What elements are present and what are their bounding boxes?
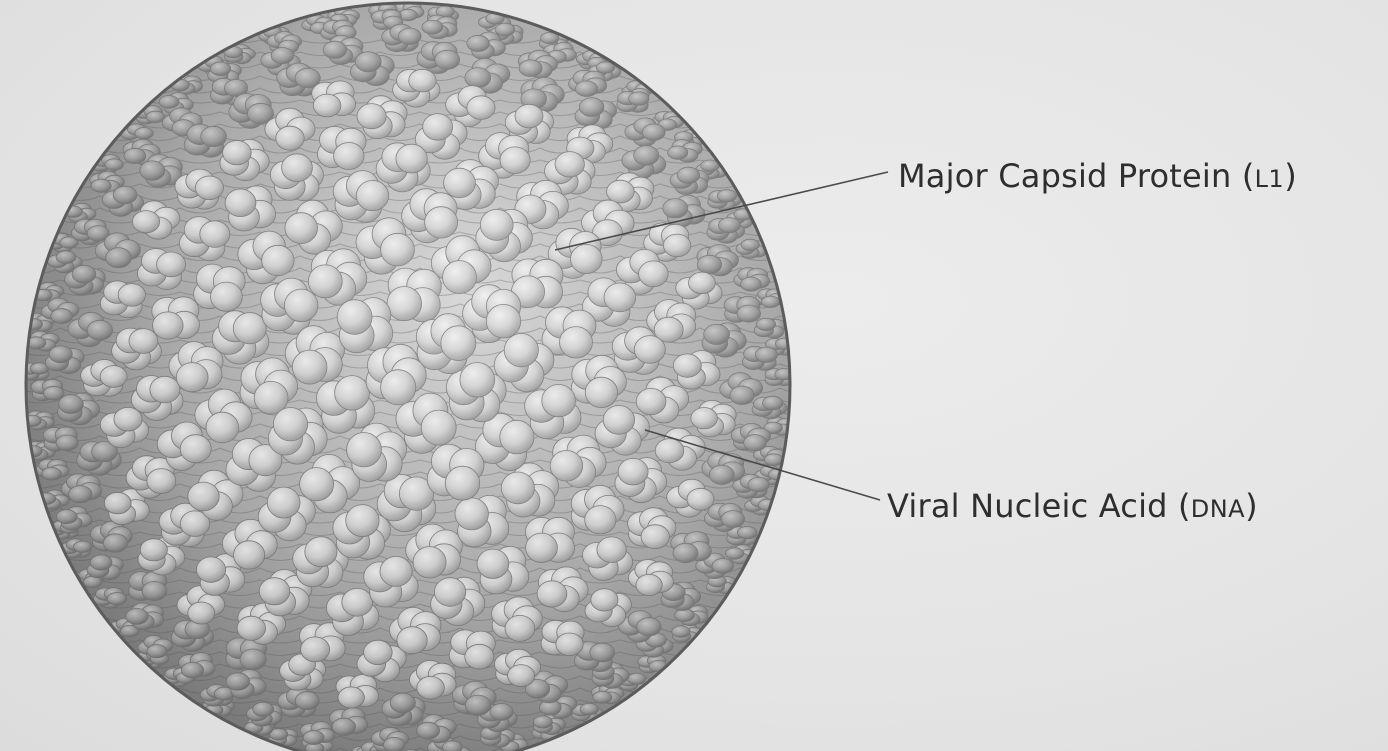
- capsid-protein-label: Major Capsid Protein (L1): [898, 157, 1297, 195]
- dna-label-close: ): [1245, 487, 1258, 525]
- capsid-label-close: ): [1284, 157, 1297, 195]
- dna-label-open: (: [1168, 487, 1191, 525]
- nucleic-acid-label: Viral Nucleic Acid (DNA): [887, 487, 1258, 525]
- capsid-label-abbr: L1: [1255, 165, 1285, 193]
- sphere-shading: [26, 3, 790, 751]
- dna-label-name: Viral Nucleic Acid: [887, 487, 1168, 525]
- virus-sphere: [20, 2, 820, 751]
- capsid-label-name: Major Capsid Protein: [898, 157, 1232, 195]
- dna-label-abbr: DNA: [1191, 495, 1245, 523]
- capsid-label-open: (: [1232, 157, 1255, 195]
